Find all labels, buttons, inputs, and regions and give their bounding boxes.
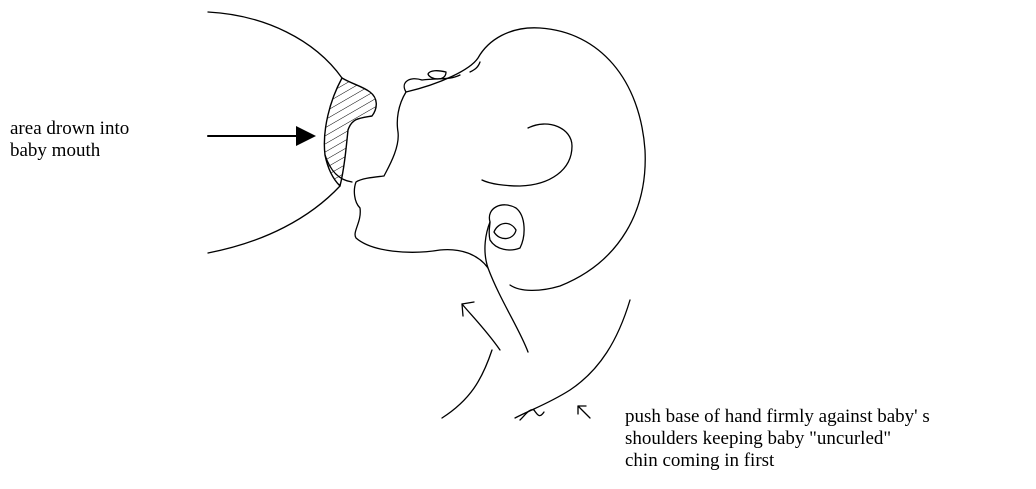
baby-ear bbox=[482, 124, 572, 186]
push-label-line-3: chin coming in first bbox=[625, 450, 930, 472]
area-drawn-into-mouth-label: area drown into baby mouth bbox=[10, 118, 129, 162]
area-label-line-2: baby mouth bbox=[10, 140, 129, 162]
push-instruction-label: push base of hand firmly against baby' s… bbox=[625, 406, 930, 472]
baby-nose-tip bbox=[470, 62, 480, 72]
thumbnail bbox=[494, 223, 516, 238]
bottom-scribble bbox=[520, 410, 544, 420]
area-label-line-1: area drown into bbox=[10, 118, 129, 140]
push-curve-arrowhead bbox=[462, 302, 474, 316]
baby-nose bbox=[428, 71, 446, 79]
small-push-arrow bbox=[578, 406, 590, 418]
baby-back-line bbox=[515, 300, 630, 418]
hand-base-line bbox=[442, 350, 492, 418]
push-label-line-2: shoulders keeping baby "uncurled" bbox=[625, 428, 930, 450]
push-curve-arrow bbox=[462, 304, 500, 350]
baby-head-outline bbox=[354, 28, 645, 291]
breast-outline bbox=[208, 12, 342, 253]
baby-neck-line bbox=[488, 268, 528, 352]
push-label-line-1: push base of hand firmly against baby' s bbox=[625, 406, 930, 428]
supporting-thumb bbox=[489, 205, 524, 250]
